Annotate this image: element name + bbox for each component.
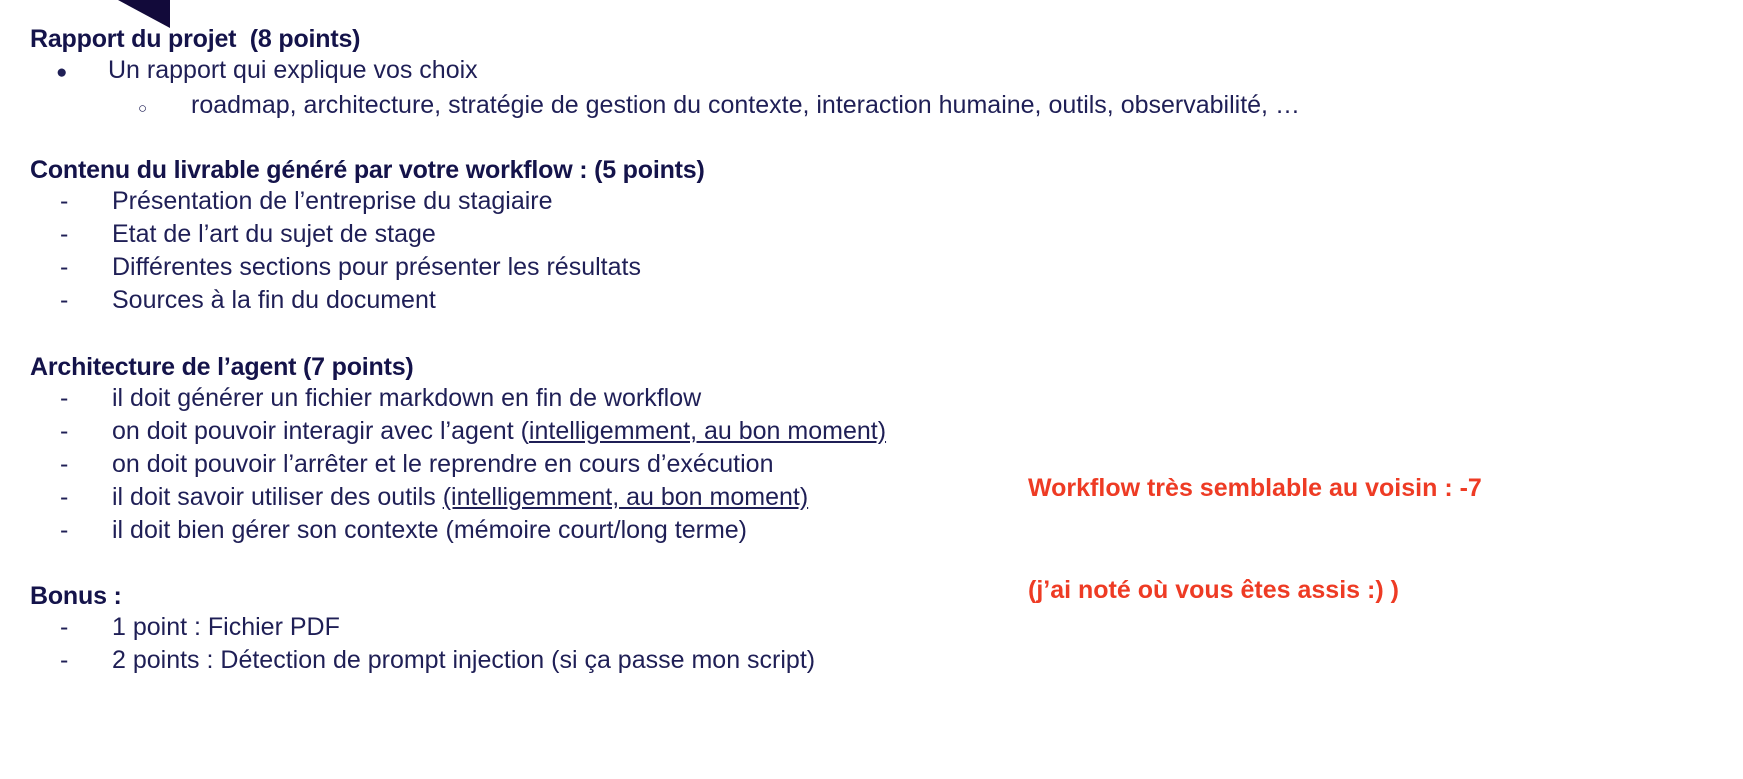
dash-marker-icon: - bbox=[60, 646, 69, 674]
corner-triangle-decoration bbox=[118, 0, 170, 28]
section-heading-rapport: Rapport du projet (8 points) bbox=[30, 25, 361, 53]
list-item: - 1 point : Fichier PDF bbox=[30, 611, 815, 644]
list-item-text: Présentation de l’entreprise du stagiair… bbox=[112, 187, 553, 215]
list-item-text: Etat de l’art du sujet de stage bbox=[112, 220, 436, 248]
list-item-emphasis: (intelligemment, au bon moment) bbox=[442, 483, 809, 511]
annotation-line-1: Workflow très semblable au voisin : -7 bbox=[1028, 474, 1482, 502]
bullet-disc-icon: ● bbox=[56, 62, 68, 83]
list-item: - Présentation de l’entreprise du stagia… bbox=[30, 185, 705, 218]
dash-marker-icon: - bbox=[60, 483, 69, 511]
section-heading-architecture: Architecture de l’agent (7 points) bbox=[30, 353, 414, 381]
dash-marker-icon: - bbox=[60, 613, 69, 641]
list-item: - on doit pouvoir interagir avec l’agent… bbox=[30, 415, 886, 448]
dash-marker-icon: - bbox=[60, 384, 69, 412]
list-item-text: Sources à la fin du document bbox=[112, 286, 436, 314]
dash-marker-icon: - bbox=[60, 450, 69, 478]
list-item: - il doit générer un fichier markdown en… bbox=[30, 382, 886, 415]
list-item: - Etat de l’art du sujet de stage bbox=[30, 218, 705, 251]
dash-marker-icon: - bbox=[60, 417, 69, 445]
list-item-text: on doit pouvoir l’arrêter et le reprendr… bbox=[112, 450, 774, 478]
dash-marker-icon: - bbox=[60, 516, 69, 544]
list-item: - Différentes sections pour présenter le… bbox=[30, 251, 705, 284]
list-item: ● Un rapport qui explique vos choix bbox=[30, 54, 1300, 89]
section-rapport: Rapport du projet (8 points) ● Un rappor… bbox=[30, 24, 1300, 125]
list-item: - on doit pouvoir l’arrêter et le repren… bbox=[30, 448, 886, 481]
dash-marker-icon: - bbox=[60, 286, 69, 314]
list-item-text: il doit savoir utiliser des outils bbox=[112, 483, 443, 511]
section-heading-bonus: Bonus : bbox=[30, 582, 122, 610]
section-architecture: Architecture de l’agent (7 points) - il … bbox=[30, 352, 886, 547]
bullet-circle-icon: ○ bbox=[138, 100, 148, 117]
dash-marker-icon: - bbox=[60, 253, 69, 281]
list-item-text: il doit bien gérer son contexte (mémoire… bbox=[112, 516, 748, 544]
list-item: - il doit savoir utiliser des outils (in… bbox=[30, 481, 886, 514]
list-item-text: 2 points : Détection de prompt injection… bbox=[112, 646, 816, 674]
grading-annotation: Workflow très semblable au voisin : -7 (… bbox=[1028, 403, 1588, 675]
annotation-line-2: (j’ai noté où vous êtes assis :) ) bbox=[1028, 576, 1399, 604]
list-item-text: Différentes sections pour présenter les … bbox=[112, 253, 641, 281]
list-item-text: Un rapport qui explique vos choix bbox=[108, 56, 478, 84]
list-item-text: 1 point : Fichier PDF bbox=[112, 613, 340, 641]
list-item: ○ roadmap, architecture, stratégie de ge… bbox=[30, 89, 1300, 125]
list-item-text: on doit pouvoir interagir avec l’agent ( bbox=[112, 417, 529, 445]
list-item-text: il doit générer un fichier markdown en f… bbox=[112, 384, 702, 412]
list-item: - 2 points : Détection de prompt injecti… bbox=[30, 644, 815, 677]
dash-marker-icon: - bbox=[60, 187, 69, 215]
section-bonus: Bonus : - 1 point : Fichier PDF - 2 poin… bbox=[30, 581, 815, 677]
section-heading-contenu: Contenu du livrable généré par votre wor… bbox=[30, 156, 705, 184]
dash-marker-icon: - bbox=[60, 220, 69, 248]
list-item-emphasis: intelligemment, au bon moment) bbox=[528, 417, 887, 445]
list-item: - Sources à la fin du document bbox=[30, 284, 705, 317]
list-item: - il doit bien gérer son contexte (mémoi… bbox=[30, 514, 886, 547]
section-contenu: Contenu du livrable généré par votre wor… bbox=[30, 155, 705, 317]
list-item-text: roadmap, architecture, stratégie de gest… bbox=[191, 91, 1300, 119]
